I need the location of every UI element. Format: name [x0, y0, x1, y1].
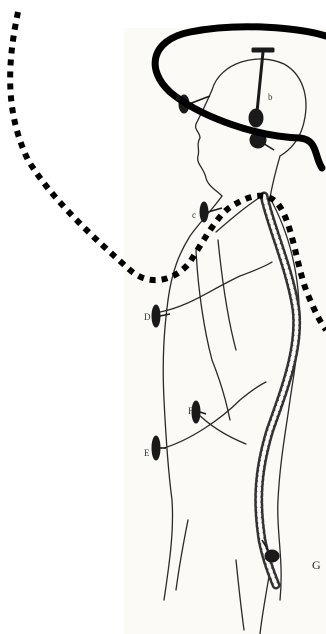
label-c: c [192, 210, 196, 220]
label-a: a [176, 92, 180, 102]
label-f: F [188, 406, 193, 416]
label-g: G [312, 558, 321, 573]
label-d: D [144, 312, 151, 322]
label-e: E [144, 448, 150, 458]
label-b: b [268, 92, 273, 102]
